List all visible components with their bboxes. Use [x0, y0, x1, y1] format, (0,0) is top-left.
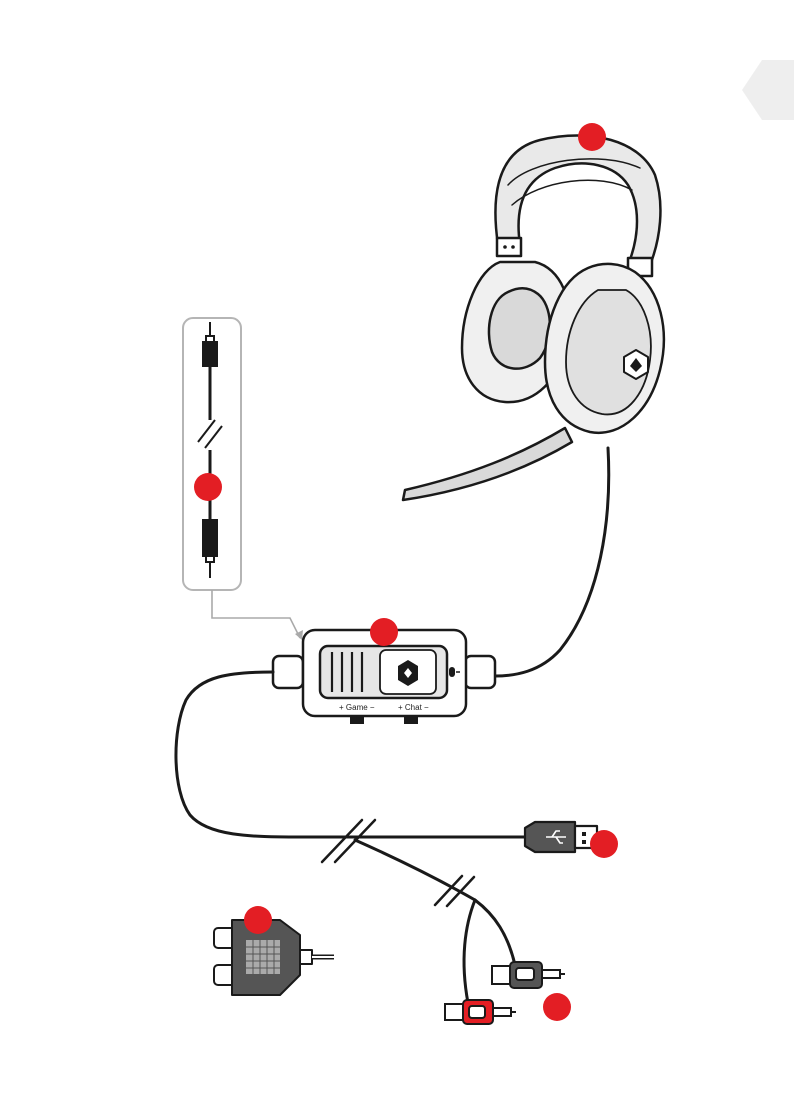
callout-usb-plug — [590, 830, 618, 858]
callout-controller — [370, 618, 398, 646]
game-volume-label: + Game − — [339, 703, 375, 712]
left-slider — [497, 238, 521, 256]
callout-rca-plugs — [543, 993, 571, 1021]
rca-white-cable — [475, 900, 515, 965]
headset — [403, 135, 664, 676]
usb-plug — [525, 822, 597, 852]
splitter-adapter — [214, 920, 334, 995]
pointer-arrow — [212, 590, 300, 638]
left-ear-cushion — [489, 288, 550, 369]
rca-cable-split — [355, 840, 475, 900]
microphone-boom — [403, 428, 572, 500]
rca-red-plug — [445, 1000, 516, 1024]
rca-white-plug — [492, 962, 565, 988]
headset-cable — [495, 448, 609, 676]
callout-extension-cable — [194, 473, 222, 501]
rca-red-cable — [464, 900, 475, 1003]
chat-volume-label: + Chat − — [398, 703, 429, 712]
callout-headset — [578, 123, 606, 151]
page-tab — [742, 60, 794, 120]
callout-splitter-adapter — [244, 906, 272, 934]
